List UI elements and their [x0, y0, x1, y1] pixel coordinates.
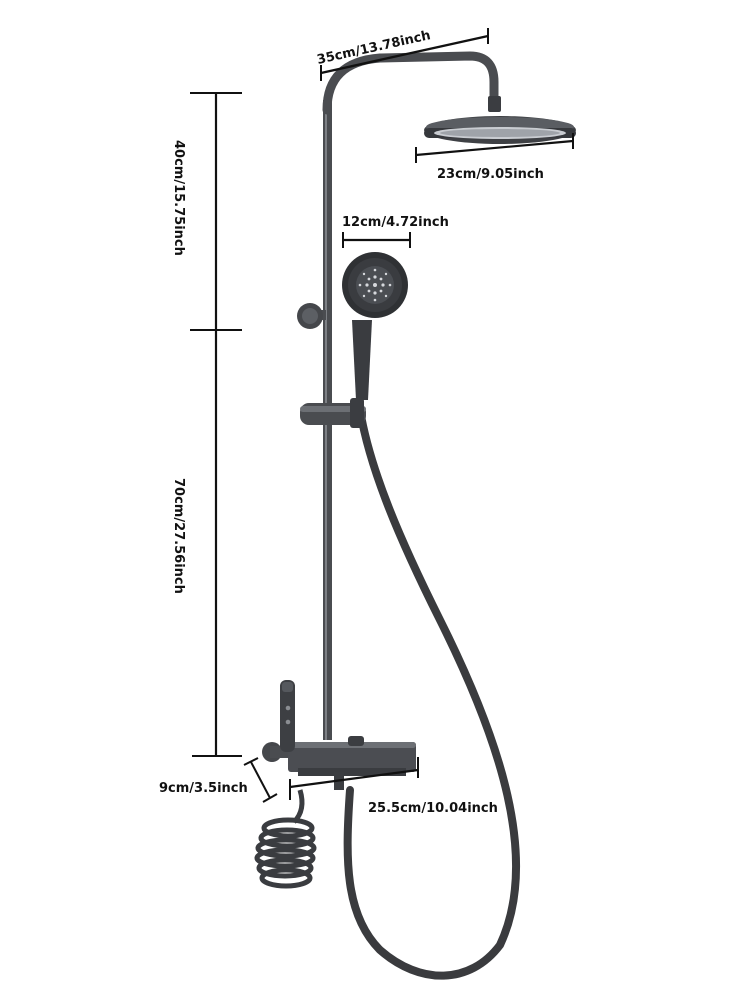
label-lower-height: 70cm/27.56inch — [171, 478, 186, 594]
slide-holder — [300, 398, 366, 428]
wall-bracket — [297, 303, 326, 329]
bidet-sprayer-icon — [280, 680, 295, 752]
rain-shower-head-icon — [424, 116, 576, 144]
dim-line-shelf-depth — [250, 761, 271, 799]
shower-system-product — [254, 51, 576, 980]
arm-connector — [488, 96, 501, 112]
label-upper-height: 40cm/15.75inch — [171, 140, 186, 256]
label-handheld-diameter: 12cm/4.72inch — [342, 215, 449, 230]
overhead-arm — [322, 51, 499, 115]
label-shelf-depth: 9cm/3.5inch — [159, 781, 248, 796]
label-head-diameter: 23cm/9.05inch — [437, 167, 544, 182]
coiled-hose — [254, 789, 317, 889]
dim-line-shelf-width — [289, 768, 419, 789]
dimension-lines — [190, 28, 574, 803]
main-shower-hose — [343, 406, 521, 980]
handheld-shower-icon — [342, 252, 408, 400]
dim-line-top-arm — [320, 34, 489, 75]
label-shelf-width: 25.5cm/10.04inch — [368, 801, 498, 816]
dim-line-head — [415, 139, 574, 157]
